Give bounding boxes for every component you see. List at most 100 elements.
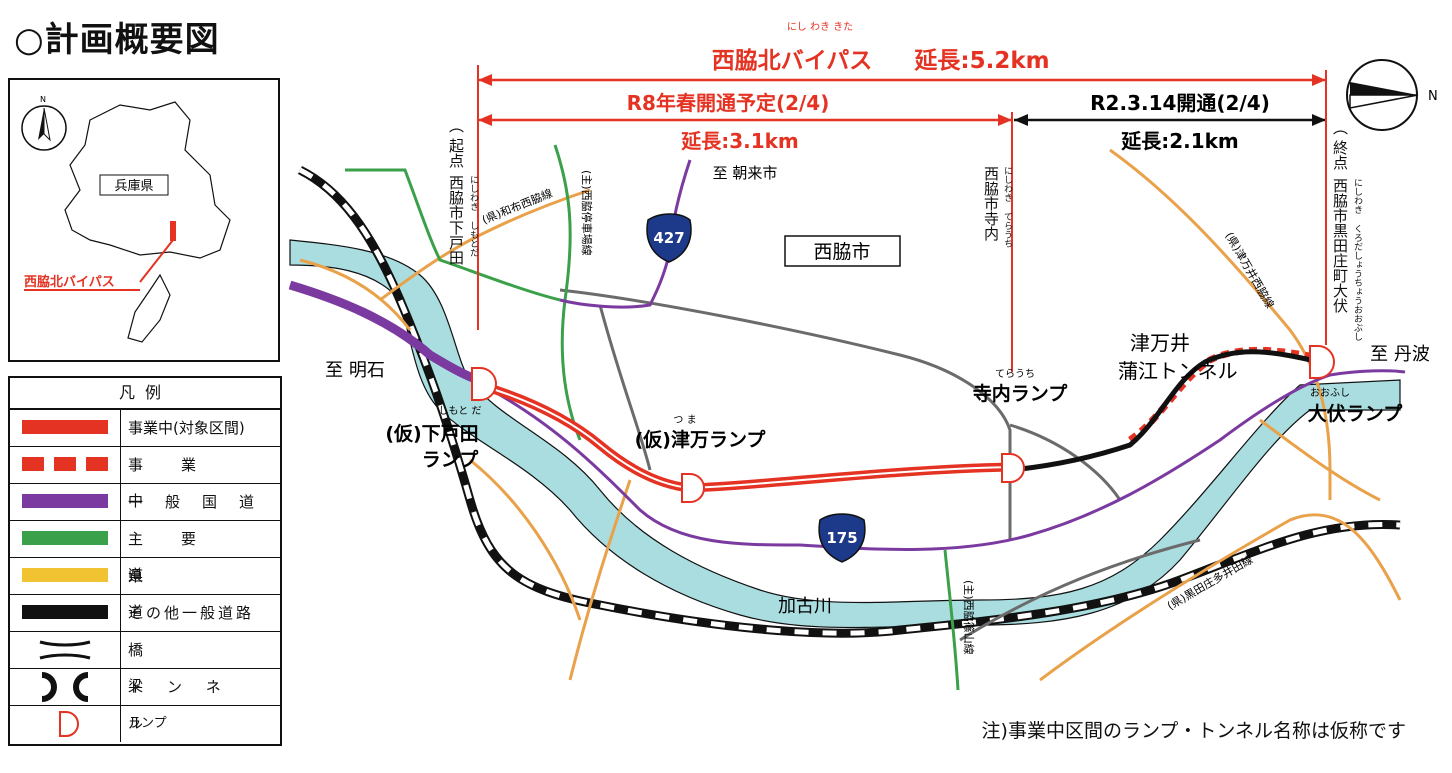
legend-label: 事業中(対象区間): [128, 419, 245, 437]
other-road-4: [959, 538, 1201, 642]
bypass-ruby: にし わき きた: [787, 21, 853, 33]
start-point-ruby: にしわき しもとだ: [468, 175, 478, 257]
legend-label: その他一般道路: [128, 604, 255, 622]
legend-label: 一般国道: [128, 493, 277, 511]
north-arrow-icon: [1350, 82, 1418, 95]
end-point-ruby: にしわき くろだしょうちょうおおぶし: [1352, 178, 1362, 341]
legend-swatch-tunnel: [10, 669, 121, 705]
end-point-place: 西脇市黒田庄町大伏: [1331, 178, 1349, 313]
national-road-427: [559, 159, 692, 309]
road-station-label: (主)西脇停車場線: [580, 170, 594, 256]
bridge-icon: [39, 640, 91, 660]
legend-header: 凡例: [10, 378, 280, 410]
ramp-shimotoda-icon: [471, 367, 497, 401]
opened-length: 延長:2.1km: [1120, 129, 1239, 153]
planned-length: 延長:3.1km: [680, 129, 799, 153]
pref-road-left: [299, 258, 412, 331]
pref-road-east: [1259, 418, 1381, 502]
legend-swatch-green: [10, 521, 121, 557]
other-road-3: [1009, 423, 1122, 501]
other-road-2: [598, 304, 652, 471]
ramp-tsuma-ruby: つ ま: [673, 414, 696, 426]
legend-label: 橋梁: [128, 641, 254, 695]
legend-swatch-yellow: [10, 558, 121, 594]
route-427-label: 427: [653, 229, 684, 247]
ramp-tsuma-icon: [681, 473, 705, 503]
inset-project-label: 西脇北バイパス: [24, 274, 115, 290]
ramp-oobushi-ruby: おおふし: [1310, 387, 1350, 399]
route-175-label: 175: [826, 529, 857, 547]
legend-label: トンネル: [128, 678, 245, 732]
start-paren: ︵: [447, 118, 465, 133]
ramp-terauchi-icon: [1001, 453, 1025, 483]
inset-map: N 兵庫県 西脇北バイパス: [8, 78, 280, 362]
national-road-akashi: [288, 280, 482, 385]
legend-swatch-ramp: [10, 706, 121, 742]
legend-row-ramp: ランプ: [10, 706, 280, 742]
legend-swatch-dashed-red: [10, 447, 121, 483]
river-label: 加古川: [778, 596, 832, 617]
other-road-1: [559, 288, 1012, 540]
ramp-terauchi-ruby: てらうち: [995, 368, 1035, 380]
mid-point-place: 西脇市寺内: [982, 166, 1000, 241]
ramp-shimotoda-ruby: しもと だ: [439, 405, 482, 417]
planned-section: R8年春開通予定(2/4): [627, 91, 830, 115]
legend-swatch-black: [10, 595, 121, 631]
road-sasayama-label: (主)西脇篠山線: [962, 580, 976, 655]
opened-section: R2.3.14開通(2/4): [1090, 91, 1270, 115]
to-akashi-label: 至 明石: [325, 360, 385, 381]
legend-label: 事業中: [128, 456, 235, 510]
road-tsuma-label: (県)津万井西脇線: [1222, 230, 1277, 311]
compass-north-label: N: [1428, 89, 1438, 104]
route-175-shield: [818, 513, 866, 563]
footnote: 注)事業中区間のランプ・トンネル名称は仮称です: [981, 720, 1406, 742]
pref-road-tsuma: [1109, 148, 1332, 500]
ramp-tsuma-label: (仮)津万ランプ: [635, 428, 767, 451]
inset-north-arrow-icon: [38, 108, 44, 140]
legend-swatch-purple: [10, 484, 121, 520]
legend-row-national-road: 一般国道: [10, 484, 280, 521]
to-asago-label: 至 朝来市: [713, 164, 778, 182]
ramp-oobushi-icon: [1309, 345, 1335, 379]
legend-row-other-road: その他一般道路: [10, 595, 280, 632]
pref-road-kurodasho: [1039, 513, 1402, 682]
opened-section: [1011, 349, 1321, 473]
ramp-oobushi-label: 大伏ランプ: [1308, 402, 1403, 425]
ramp-shimotoda-label-2: ランプ: [422, 448, 479, 471]
bypass-name: 西脇北バイパス: [712, 47, 873, 74]
city-label: 西脇市: [813, 241, 870, 263]
legend-row-project-target: 事業中(対象区間): [10, 410, 280, 447]
tunnel-label-2: 蒲江トンネル: [1118, 359, 1238, 383]
tunnel-icon: [41, 672, 89, 702]
kako-river: [289, 239, 1401, 629]
legend-row-main-road: 主要道: [10, 521, 280, 584]
legend-label: 主要道: [128, 530, 235, 584]
pref-road-south: [469, 458, 582, 621]
legend: 凡例 事業中(対象区間) 事業中 一般国道 主要道 県道: [8, 376, 282, 746]
bypass-total-length: 延長:5.2km: [913, 48, 1049, 74]
tunnel-label-1: 津万井: [1130, 331, 1190, 355]
legend-row-bridge: 橋梁: [10, 632, 280, 695]
inset-map-graphic: N 兵庫県 西脇北バイパス: [21, 95, 231, 343]
start-point-label: 起点: [447, 138, 465, 168]
legend-swatch-solid-red: [10, 410, 121, 446]
end-paren: ︵: [1331, 120, 1349, 135]
end-point-label: 終点: [1331, 140, 1349, 170]
awaji-outline: [127, 273, 171, 343]
legend-row-project: 事業中: [10, 447, 280, 510]
legend-label: 県道: [128, 567, 254, 621]
route-427-shield: [646, 213, 692, 263]
pref-road-wafu: [379, 188, 591, 302]
main-road-west: [345, 168, 561, 302]
pref-road-tsuma-south: [568, 479, 632, 681]
inset-north-label: N: [40, 95, 46, 104]
main-road-sasayama: [943, 549, 960, 691]
legend-row-pref-road: 県道: [10, 558, 280, 621]
ramp-icon: [59, 711, 79, 737]
legend-row-tunnel: トンネル: [10, 669, 280, 732]
mid-point-ruby: にしわき てらうち: [1002, 166, 1012, 248]
ramp-shimotoda-label-1: (仮)下戸田: [385, 422, 478, 445]
legend-swatch-bridge: [10, 632, 121, 668]
project-location-marker: [170, 221, 176, 241]
ramp-terauchi-label: 寺内ランプ: [973, 382, 1068, 405]
